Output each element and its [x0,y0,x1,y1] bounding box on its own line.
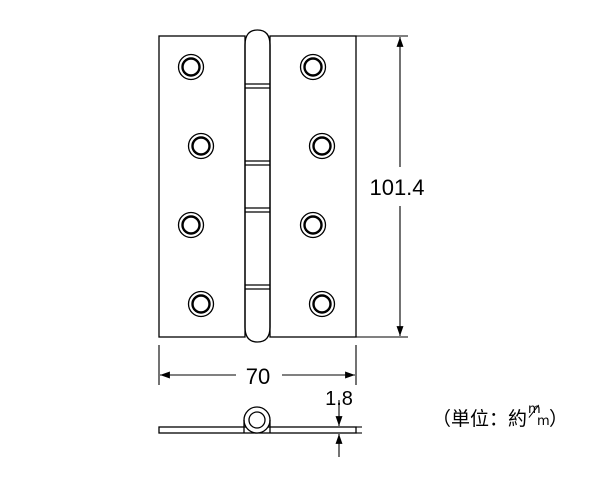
screw-holes [177,53,336,318]
side-view-knuckle-outer [243,406,271,434]
height-dimension-label: 101.4 [369,175,424,200]
screw-hole-left-2 [187,132,215,160]
screw-hole-left-3 [177,211,205,239]
hinge-front-view [158,29,357,343]
unit-note-open: （単位：約 [432,408,528,430]
screw-hole-left-4 [187,290,215,318]
hinge-knuckle-barrel [244,29,271,343]
unit-bottom: m [537,414,550,429]
side-view-knuckle-pin [248,411,266,429]
height-dimension [356,35,408,338]
hinge-right-leaf [269,35,357,338]
knuckle-segment-lines [245,83,270,290]
unit-note-close: ） [549,408,569,430]
screw-hole-right-3 [299,211,327,239]
width-dimension-label: 70 [246,364,270,389]
screw-hole-right-4 [308,290,336,318]
unit-mm-fraction: mm [527,402,550,429]
screw-hole-left-1 [177,53,205,81]
screw-hole-right-1 [299,53,327,81]
screw-hole-right-2 [308,132,336,160]
hinge-side-view [158,406,357,434]
unit-note: （単位：約mm） [432,402,569,431]
width-dimension [158,345,357,385]
thickness-dimension [335,400,362,457]
thickness-dimension-label: 1.8 [325,388,353,410]
